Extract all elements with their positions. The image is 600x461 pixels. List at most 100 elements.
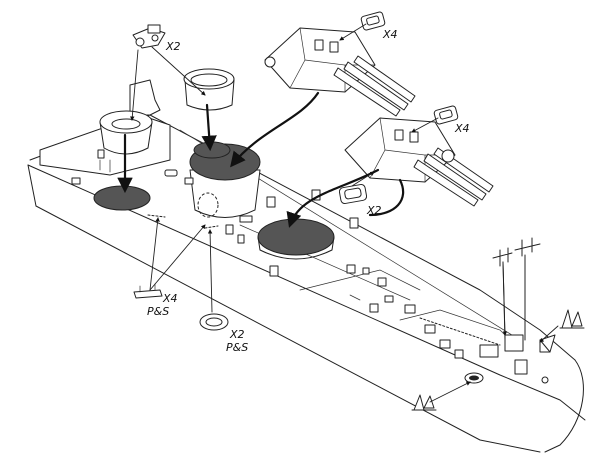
anchor-fluke: [423, 395, 435, 409]
aft-barbette-ring: [93, 185, 151, 211]
vent-body: [133, 289, 163, 299]
fitting: [164, 169, 178, 177]
mid-turret-count-label: X4: [454, 122, 470, 135]
anchor-chain-line: [399, 309, 521, 351]
fitting: [346, 264, 356, 274]
bow-bollard-part: [559, 309, 585, 329]
bollard-post: [561, 309, 573, 329]
assembly-arrows: [117, 23, 559, 403]
director-base-ring: [193, 141, 231, 159]
top-turret: [264, 27, 416, 117]
tub-inner: [190, 73, 228, 87]
bow-detail: [399, 254, 556, 384]
fitting: [349, 217, 359, 229]
arrow-director-b: [130, 49, 139, 121]
arrow-vent-a: [149, 217, 160, 291]
vent-note-label: P&S: [147, 305, 169, 318]
bow-block: [514, 359, 528, 375]
forward-barbette: [257, 218, 335, 256]
anchor-chain: [419, 317, 501, 346]
deck-mark: [349, 294, 361, 301]
funnel-hidden-part: [197, 192, 219, 218]
bollard-post: [571, 311, 583, 327]
bow-fitting: [541, 376, 549, 384]
hidden-vent-marks: [147, 214, 166, 218]
jackstaff-lines: [502, 254, 526, 341]
hatch-plate: [433, 105, 459, 125]
fitting: [362, 267, 370, 275]
fitting: [266, 196, 276, 208]
arrow-oval-hatch: [207, 229, 213, 313]
fwd-director-tub: [183, 68, 235, 111]
jackstaff-part-a: [492, 247, 513, 267]
small-hatch-mid: [433, 105, 459, 125]
arrow-director-a: [151, 46, 206, 96]
vent-count-label: X4: [162, 292, 178, 305]
director-part: [132, 24, 166, 49]
arrow-vent-b: [149, 224, 206, 291]
director-eye: [151, 34, 159, 42]
turret-hood: [394, 129, 404, 141]
vent-legs: [139, 283, 156, 293]
ring-plate: [338, 183, 368, 205]
ring-plate-inner: [344, 187, 362, 200]
fitting: [377, 277, 387, 287]
fitting: [239, 215, 253, 223]
bow-block: [504, 334, 524, 352]
turret-hood: [329, 41, 339, 53]
capstan: [404, 304, 416, 314]
fitting: [184, 177, 194, 185]
fitting: [225, 224, 234, 235]
bow-anchor-part: [411, 394, 437, 411]
arrow-jackstaff-a: [502, 261, 508, 336]
hawse-pipe-hole: [469, 375, 479, 381]
windlass-block: [479, 344, 499, 358]
vent-part: [133, 283, 163, 299]
arrow-bollard: [539, 325, 559, 343]
bow-curve: [544, 359, 584, 453]
arrow-anchor: [429, 381, 471, 403]
tub-inner: [111, 118, 141, 130]
aft-director-tub: [99, 110, 153, 155]
fitting: [269, 265, 279, 277]
small-hatch-top: [360, 11, 386, 31]
hidden-vent-marks: [204, 225, 219, 229]
arrow-mid-hatch: [411, 117, 439, 133]
mid-turret: [344, 117, 494, 207]
deck-edge-near: [27, 164, 586, 421]
deck-fitting: [71, 177, 81, 185]
hatch-plate: [360, 11, 386, 31]
top-turret-count-label: X4: [382, 28, 398, 41]
gun-barrel: [423, 153, 487, 201]
deckhouse-detail: [99, 159, 111, 173]
funnel-body: [189, 169, 261, 218]
turret-hood: [314, 39, 324, 51]
turret-hood: [409, 131, 419, 143]
gun-barrel: [343, 61, 409, 111]
jackstaff-parts: [492, 237, 541, 267]
turret-sight: [441, 149, 455, 163]
turret-sight: [264, 56, 276, 68]
arrow-top-turret: [230, 91, 320, 168]
stern-edge: [27, 164, 37, 207]
arrow-base-ring: [351, 171, 375, 187]
anchor-fluke: [413, 394, 425, 411]
director-rangefinder: [147, 24, 161, 34]
capstan: [439, 339, 451, 349]
gun-barrel: [353, 55, 416, 103]
fitting: [384, 295, 394, 303]
oval-hatch-part: [199, 313, 229, 331]
hull-side-line: [35, 205, 541, 453]
director-eye: [135, 37, 145, 47]
oval-hatch-inner: [205, 317, 223, 327]
hatch-count-label: X2: [229, 328, 245, 341]
jackstaff-part-b: [514, 237, 541, 257]
arrow-base-ring-curve: [368, 178, 405, 217]
gun-barrel: [413, 159, 479, 207]
capstan: [454, 349, 464, 359]
director-count-label: X2: [165, 40, 181, 53]
hatch-note-label: P&S: [226, 341, 248, 354]
gun-barrel: [333, 67, 401, 117]
